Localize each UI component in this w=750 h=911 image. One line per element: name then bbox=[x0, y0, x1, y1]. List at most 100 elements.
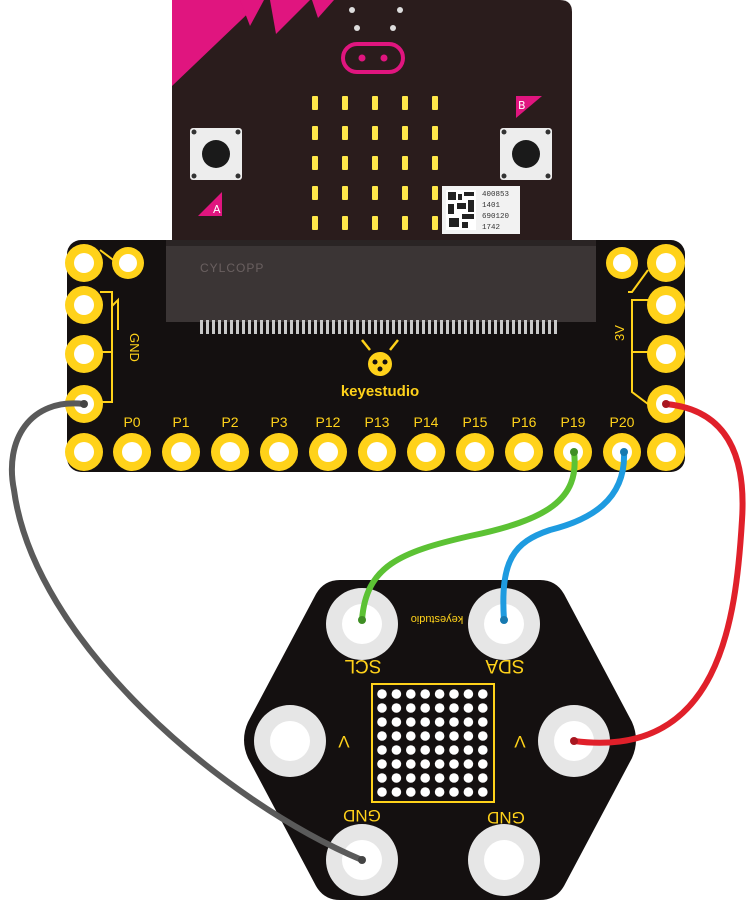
pin-label: P13 bbox=[365, 414, 390, 430]
pin-p15[interactable] bbox=[456, 433, 494, 471]
microbit-led bbox=[312, 156, 318, 170]
edge-connector-pin bbox=[350, 320, 353, 334]
edge-connector-pin bbox=[362, 320, 365, 334]
pin-p12[interactable] bbox=[309, 433, 347, 471]
pin-p0[interactable] bbox=[113, 433, 151, 471]
matrix-dot bbox=[449, 731, 459, 741]
pad-left-corner[interactable] bbox=[65, 433, 103, 471]
serial-line-2: 1401 bbox=[482, 202, 501, 210]
matrix-dot bbox=[434, 703, 445, 713]
matrix-dot bbox=[463, 787, 474, 797]
matrix-dot bbox=[478, 717, 488, 727]
microbit-led bbox=[372, 96, 378, 110]
pad-left-2[interactable] bbox=[112, 247, 144, 279]
matrix-dot bbox=[420, 731, 431, 741]
microbit-led bbox=[432, 186, 438, 200]
edge-connector-pin bbox=[332, 320, 335, 334]
serial-line-4: 1742 bbox=[482, 224, 500, 232]
edge-connector-pin bbox=[428, 320, 431, 334]
pad-right-corner[interactable] bbox=[647, 433, 685, 471]
wire-sda bbox=[500, 449, 628, 623]
scl-label: SCL bbox=[345, 655, 382, 676]
pad-left-1[interactable] bbox=[65, 244, 103, 282]
button-b[interactable] bbox=[500, 128, 552, 180]
pin-p3[interactable] bbox=[260, 433, 298, 471]
microbit-led bbox=[342, 156, 348, 170]
edge-connector-pin bbox=[290, 320, 293, 334]
matrix-dot bbox=[449, 717, 459, 727]
microbit-led bbox=[402, 96, 408, 110]
matrix-dot bbox=[463, 773, 474, 783]
gnd-right-label: GND bbox=[487, 808, 525, 827]
microbit-led bbox=[372, 186, 378, 200]
edge-connector-pin bbox=[488, 320, 491, 334]
edge-connector-pin bbox=[326, 320, 329, 334]
microbit-led bbox=[432, 156, 438, 170]
microbit-led bbox=[342, 96, 348, 110]
edge-connector-pin bbox=[500, 320, 503, 334]
matrix-dot bbox=[478, 689, 488, 699]
edge-connector-pin bbox=[446, 320, 449, 334]
microbit-led bbox=[432, 216, 438, 230]
edge-connector-pin bbox=[392, 320, 395, 334]
edge-connector-pin bbox=[368, 320, 371, 334]
pin-label: P16 bbox=[512, 414, 537, 430]
microbit-led bbox=[372, 156, 378, 170]
pin-p16[interactable] bbox=[505, 433, 543, 471]
pad-right-4[interactable] bbox=[647, 335, 685, 373]
pin-p13[interactable] bbox=[358, 433, 396, 471]
matrix-dot bbox=[406, 689, 416, 699]
edge-connector-pin bbox=[440, 320, 443, 334]
microbit-led bbox=[342, 126, 348, 140]
wires bbox=[8, 400, 746, 863]
matrix-dot bbox=[478, 787, 488, 797]
dot-matrix-outline bbox=[371, 683, 495, 803]
pad-right-2[interactable] bbox=[606, 247, 638, 279]
pad-right-3[interactable] bbox=[647, 286, 685, 324]
edge-connector-pin bbox=[494, 320, 497, 334]
edge-connector-pins bbox=[200, 320, 557, 334]
matrix-dot bbox=[377, 703, 387, 713]
matrix-dot bbox=[406, 745, 416, 755]
pad-v-left[interactable] bbox=[254, 705, 326, 777]
matrix-dot bbox=[478, 759, 488, 769]
edge-connector-pin bbox=[200, 320, 203, 334]
pad-left-4[interactable] bbox=[65, 335, 103, 373]
edge-connector-pin bbox=[380, 320, 383, 334]
button-a[interactable] bbox=[190, 128, 242, 180]
edge-connector-pin bbox=[224, 320, 227, 334]
wire-vcc bbox=[571, 401, 746, 746]
button-b-tag bbox=[516, 96, 542, 118]
edge-connector-pin bbox=[284, 320, 287, 334]
matrix-dot bbox=[478, 731, 488, 741]
pad-right-1[interactable] bbox=[647, 244, 685, 282]
pad-gnd-right[interactable] bbox=[468, 824, 540, 896]
edge-connector-pin bbox=[422, 320, 425, 334]
matrix-dot bbox=[463, 759, 474, 769]
matrix-dot bbox=[420, 759, 431, 769]
edge-connector-pin bbox=[344, 320, 347, 334]
matrix-dot bbox=[449, 759, 459, 769]
pin-p2[interactable] bbox=[211, 433, 249, 471]
pin-label: P15 bbox=[463, 414, 488, 430]
microbit-pink-corner bbox=[172, 0, 262, 86]
edge-connector-pin bbox=[482, 320, 485, 334]
module-brand: keyestudio bbox=[411, 613, 464, 625]
microbit-led bbox=[402, 156, 408, 170]
edge-connector-slot bbox=[166, 240, 596, 322]
matrix-dot bbox=[391, 773, 402, 783]
matrix-dot bbox=[449, 773, 459, 783]
microbit-led bbox=[402, 216, 408, 230]
wire-tips bbox=[80, 400, 670, 864]
matrix-dot bbox=[420, 787, 431, 797]
pad-left-3[interactable] bbox=[65, 286, 103, 324]
wire-scl bbox=[359, 449, 578, 623]
pin-p1[interactable] bbox=[162, 433, 200, 471]
microbit-logo bbox=[341, 42, 405, 74]
edge-connector-pin bbox=[542, 320, 545, 334]
matrix-dot bbox=[377, 717, 387, 727]
breakout-board: CYLCOPP GND 3V bbox=[65, 240, 685, 472]
matrix-dot bbox=[391, 745, 402, 755]
pin-p14[interactable] bbox=[407, 433, 445, 471]
matrix-dot bbox=[391, 787, 402, 797]
